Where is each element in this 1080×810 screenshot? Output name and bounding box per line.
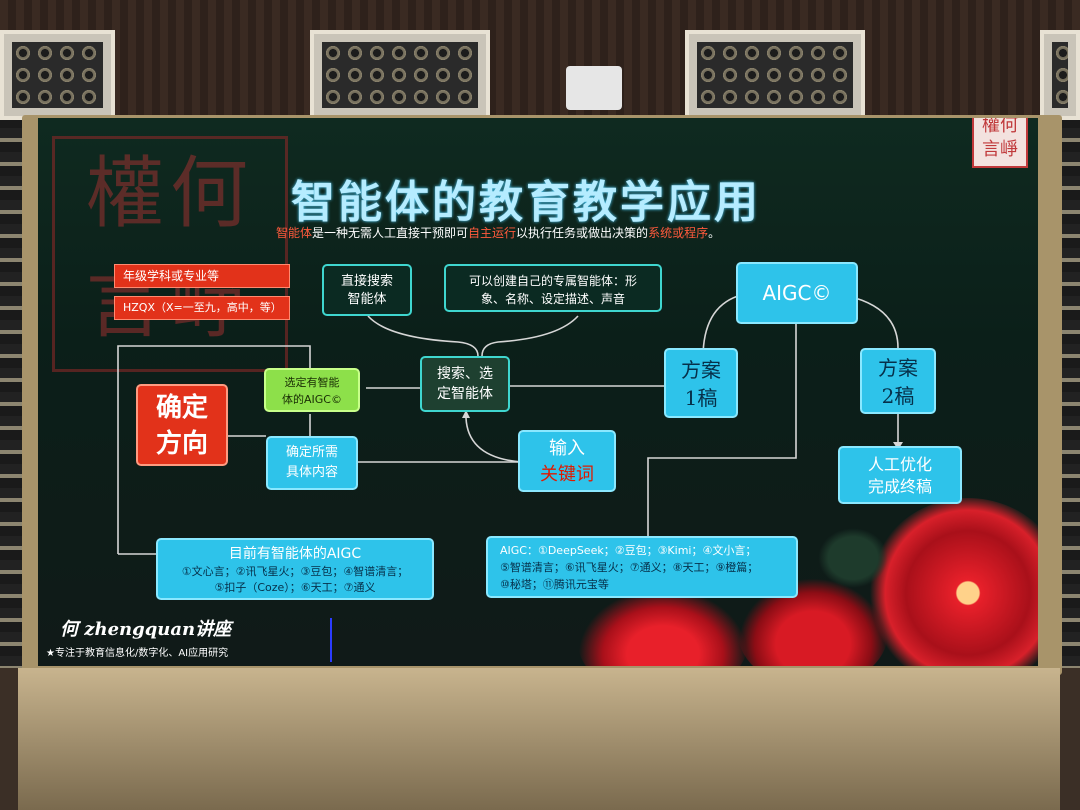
select-aigc-line1: 选定有智能 [284, 376, 340, 389]
search-select-line1: 搜索、选 [437, 366, 493, 382]
subtitle-part: 自主运行 [468, 226, 517, 240]
current-aigc-line2: ⑤扣子（Coze）；⑥天工；⑦通义 [214, 581, 376, 594]
create-agent-box: 可以创建自己的专属智能体：形 象、名称、设定描述、声音 [444, 264, 662, 312]
direction-line1: 确定 [155, 393, 208, 423]
grade-subject-bar: 年级学科或专业等 [114, 264, 290, 288]
input-keywords-box: 输入 关键词 [518, 430, 616, 492]
floor [0, 668, 18, 810]
search-select-line2: 定智能体 [437, 386, 493, 402]
input-line2: 关键词 [540, 464, 594, 485]
hzqx-bar: HZQX（X=一至九，高中，等） [114, 296, 290, 320]
plan2-box: 方案 2稿 [860, 348, 936, 414]
select-aigc-line2: 体的AIGC© [282, 393, 342, 406]
leaves [818, 528, 888, 588]
room-wall [0, 0, 1080, 120]
subtitle-part: 智能体 [276, 226, 313, 240]
wall-panel [0, 30, 115, 120]
stage-base [18, 668, 1060, 810]
wall-light-icon [566, 66, 622, 110]
input-line1: 输入 [549, 438, 585, 459]
plan1-line2: 1稿 [684, 386, 718, 410]
subtitle-part: 是一种无需人工直接干预即可 [312, 226, 469, 240]
content-line2: 具体内容 [285, 465, 338, 480]
optimize-line2: 完成终稿 [867, 477, 932, 496]
direct-search-line2: 智能体 [347, 292, 387, 307]
peony-flower [578, 588, 748, 666]
determine-content-box: 确定所需 具体内容 [266, 436, 358, 490]
brand-tagline: ★专注于教育信息化/数字化、AI应用研究 [46, 648, 229, 659]
content-line1: 确定所需 [285, 445, 338, 460]
subtitle-part: 系统或程序 [648, 226, 709, 240]
wall-panel [685, 30, 865, 120]
wall-panel [1040, 30, 1080, 120]
create-agent-line1: 可以创建自己的专属智能体：形 [468, 274, 637, 288]
peony-flower [868, 498, 1038, 666]
current-aigc-box: 目前有智能体的AIGC ①文心言；②讯飞星火；③豆包；④智谱清言； ⑤扣子（Co… [156, 538, 434, 600]
aigc-list-line2: ⑤智谱清言；⑥讯飞星火；⑦通义；⑧天工；⑨橙篇； [500, 561, 759, 574]
aigc-list-line3: ⑩秘塔；⑪腾讯元宝等 [500, 578, 609, 591]
determine-direction-box: 确定 方向 [136, 384, 228, 466]
current-aigc-title: 目前有智能体的AIGC [228, 546, 362, 562]
plan1-box: 方案 1稿 [664, 348, 738, 418]
direct-search-line1: 直接搜索 [340, 274, 393, 289]
plan2-line2: 2稿 [881, 384, 915, 408]
current-aigc-line1: ①文心言；②讯飞星火；③豆包；④智谱清言； [181, 565, 409, 578]
optimize-line1: 人工优化 [867, 455, 932, 474]
plan1-line1: 方案 [681, 358, 721, 382]
slide-subtitle: 智能体是一种无需人工直接干预即可自主运行以执行任务或做出决策的系统或程序。 [276, 224, 836, 241]
seal-stamp: 權何 言崢 [972, 118, 1028, 168]
slide-title: 智能体的教育教学应用 [291, 177, 761, 228]
subtitle-part: 以执行任务或做出决策的 [516, 226, 649, 240]
aigc-list-line1: AIGC：①DeepSeek；②豆包；③Kimi；④文小言； [500, 544, 757, 557]
aigc-top-box: AIGC© [736, 262, 858, 324]
subtitle-part: 。 [708, 226, 721, 240]
aigc-list-box: AIGC：①DeepSeek；②豆包；③Kimi；④文小言； ⑤智谱清言；⑥讯飞… [486, 536, 798, 598]
plan2-line1: 方案 [878, 356, 918, 380]
direction-line2: 方向 [155, 429, 208, 459]
wall-panel [310, 30, 490, 120]
slide-screen: 權何 言崢 權何 言崢 智能体的教育教学应用 智能体是一种无需人工直接干预即可自… [38, 118, 1038, 666]
create-agent-line2: 象、名称、设定描述、声音 [480, 292, 625, 306]
text-cursor [330, 618, 332, 662]
floor [1060, 668, 1080, 810]
select-aigc-box: 选定有智能 体的AIGC© [264, 368, 360, 412]
brand-signature: 何 zhengquan讲座 [60, 619, 232, 640]
optimize-box: 人工优化 完成终稿 [838, 446, 962, 504]
search-select-box: 搜索、选 定智能体 [420, 356, 510, 412]
direct-search-box: 直接搜索 智能体 [322, 264, 412, 316]
